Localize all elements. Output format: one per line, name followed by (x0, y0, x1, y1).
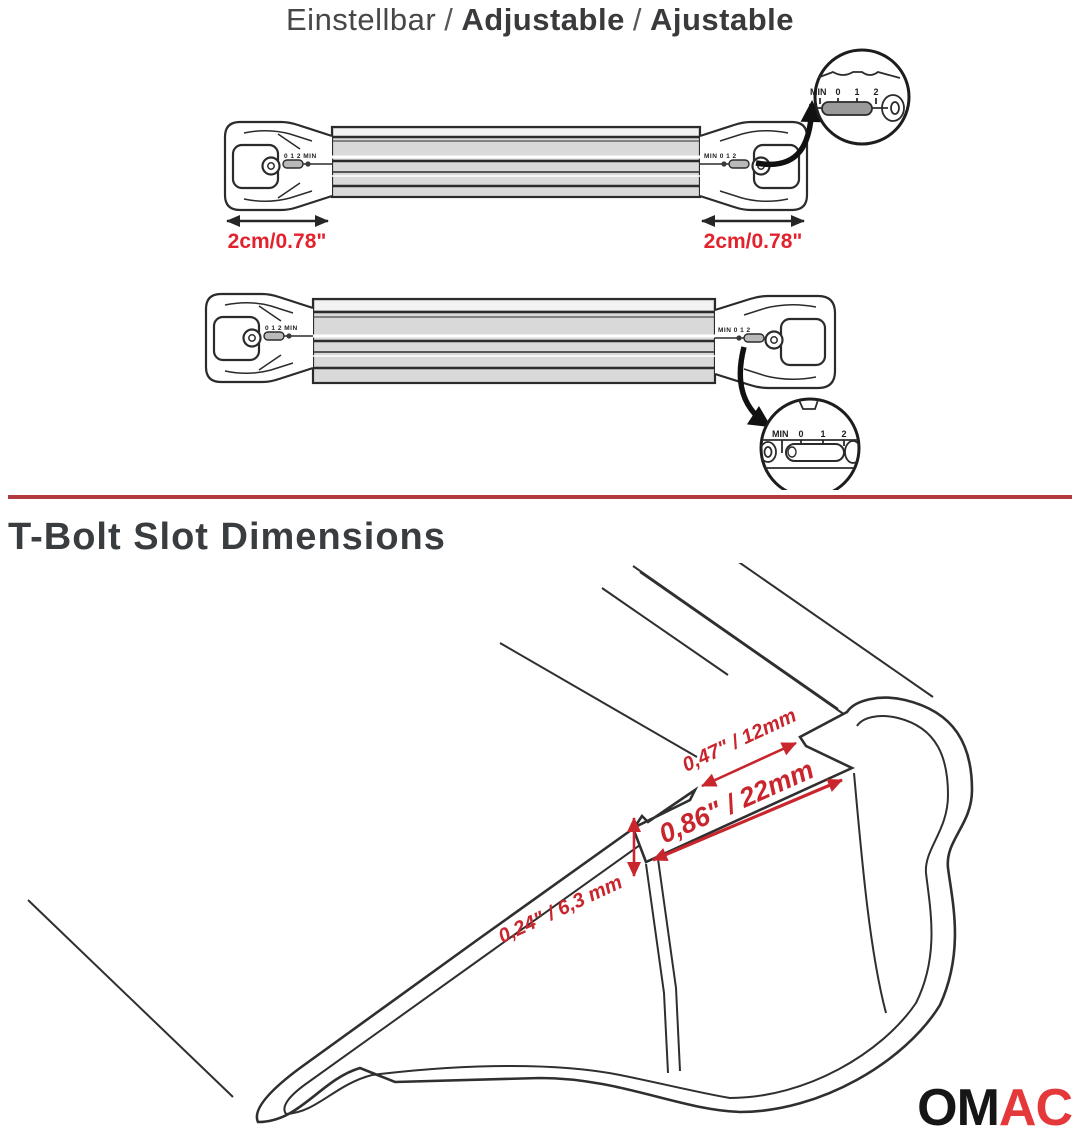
adjustment-slot (785, 443, 845, 462)
roof-line (27, 899, 234, 1098)
page-title: Einstellbar/Adjustable/Ajustable (0, 2, 1080, 38)
adjustable-crossbars-diagram: 0 1 2 MIN MIN 0 1 2 2cm/0.78" 2cm/0.78" (204, 48, 911, 490)
crossbar-2-scale-left: 0 1 2 MIN (265, 325, 298, 332)
foot-surface-line (816, 71, 901, 79)
crossbar-2-scale-right: MIN 0 1 2 (718, 327, 751, 334)
crossbar-1-right-foot (699, 120, 809, 212)
magnifier-arrow-1 (755, 100, 823, 168)
screw-boss-right (844, 440, 859, 464)
cavity-partition (853, 772, 887, 1014)
magnifier-callout-2: MIN 0 1 2 (759, 397, 861, 490)
logo-ac: AC (998, 1079, 1073, 1137)
crossbar-2 (204, 292, 837, 390)
slot-web-line-2 (657, 858, 681, 1072)
slot-web-line-1 (645, 863, 669, 1074)
magnifier-callout-1: MIN 0 1 2 (810, 48, 911, 146)
title-separator-2: / (632, 2, 642, 37)
tbolt-heading: T-Bolt Slot Dimensions (8, 516, 446, 558)
crossbar-2-left-foot (204, 292, 314, 384)
magnifier-arrow-2 (737, 346, 772, 428)
screw-boss-left (761, 441, 777, 463)
section-divider (8, 495, 1072, 499)
profile-inner-walls (283, 715, 950, 1115)
crossbar-1-bar (330, 125, 702, 199)
right-dim-label: 2cm/0.78" (704, 230, 803, 253)
callout-2-0: 0 (798, 429, 803, 439)
inner-width-arrow (652, 778, 843, 862)
crossbar-1-left-foot (223, 120, 333, 212)
title-en: Adjustable (461, 2, 625, 37)
callout-1-min: MIN (810, 87, 827, 97)
callout-1-1: 1 (854, 87, 859, 97)
crossbar-2-bar (311, 297, 717, 385)
opening-arrow (701, 741, 797, 788)
profile-outer-outline (255, 696, 974, 1124)
omac-logo: OMAC (917, 1078, 1073, 1138)
callout-2-2: 2 (841, 429, 846, 439)
callout-2-min: MIN (772, 429, 789, 439)
crossbar-1-scale-left: 0 1 2 MIN (284, 153, 317, 160)
foot-notch (798, 399, 819, 410)
callout-1-2: 2 (873, 87, 878, 97)
crossbar-1-scale-right: MIN 0 1 2 (704, 153, 737, 160)
tbolt-slot-cross-section: 0,47" / 12mm 0,86" / 22mm 0,24" / 6,3 mm (27, 563, 974, 1124)
adjustment-slot (821, 101, 873, 116)
left-dim-label: 2cm/0.78" (228, 230, 327, 253)
title-separator-1: / (444, 2, 454, 37)
receding-edges (27, 563, 934, 1098)
screw-boss (881, 94, 905, 122)
logo-om: OM (917, 1079, 1000, 1137)
title-fr: Ajustable (649, 2, 794, 37)
crossbar-1 (223, 120, 809, 212)
title-de: Einstellbar (286, 2, 437, 37)
crossbar-2-right-foot (714, 294, 837, 390)
callout-1-0: 0 (835, 87, 840, 97)
callout-2-1: 1 (820, 429, 825, 439)
